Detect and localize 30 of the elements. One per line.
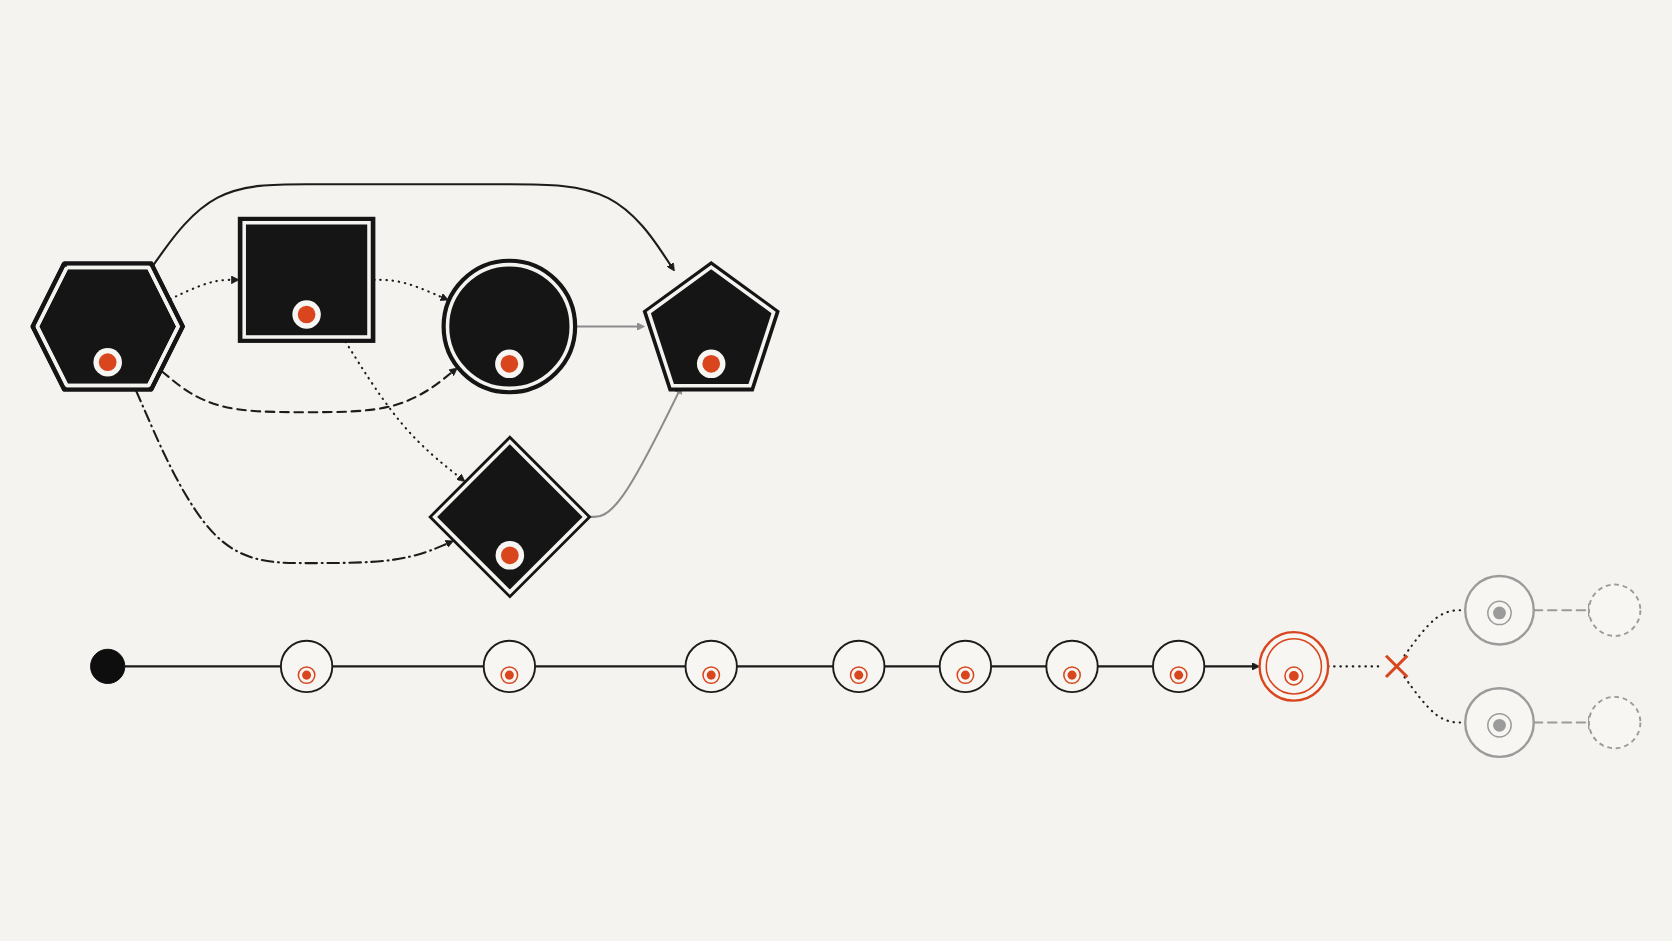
circle-node [832,639,886,694]
circle-node [1045,639,1099,694]
pentagon-node [642,261,780,392]
circle-node [1152,639,1206,694]
connector-line [124,665,281,668]
diamond-node [428,435,592,599]
circle-node [482,639,537,694]
connector-line [535,665,686,668]
circle-node [441,258,578,395]
start-dot [90,648,126,684]
circle-node [938,639,993,694]
arrow [152,183,675,272]
hexagon-node [30,261,185,392]
arrow [160,367,458,414]
circle-node [684,639,738,694]
dashed-circle-node [1588,695,1642,750]
connector-line [1097,665,1153,668]
cross-mark [1384,654,1409,679]
dashed-circle-node [1588,583,1642,637]
connector-line [991,665,1047,668]
connector-line [332,665,484,668]
circle-node [279,639,334,694]
connector-line [884,665,940,668]
square-node [237,216,376,343]
circle-node [1464,687,1535,758]
arrow [576,322,645,331]
connector-line [736,665,834,668]
double-circle-node [1258,630,1330,702]
circle-node [1464,574,1535,646]
arrow [1204,662,1260,671]
